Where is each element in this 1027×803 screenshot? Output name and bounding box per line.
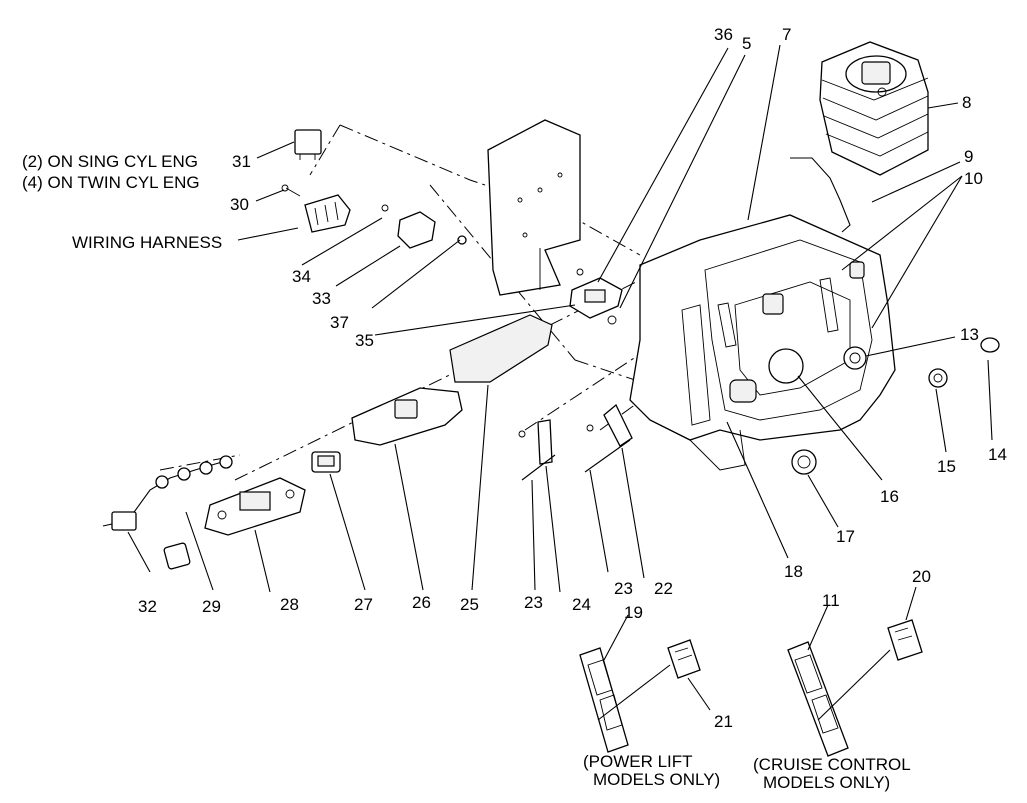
callout-23-second: 23 bbox=[614, 579, 633, 598]
callout-19: 19 bbox=[624, 603, 643, 622]
part-28-panel bbox=[204, 477, 306, 536]
part-31-relay bbox=[294, 129, 322, 160]
leader-lines bbox=[127, 44, 993, 721]
part-26-bezel bbox=[351, 387, 463, 446]
callout-35: 35 bbox=[355, 331, 374, 350]
callout-17: 17 bbox=[836, 527, 855, 546]
callout-14: 14 bbox=[988, 445, 1007, 464]
callout-16: 16 bbox=[880, 487, 899, 506]
part-25-cover bbox=[449, 314, 553, 383]
callout-26: 26 bbox=[412, 593, 431, 612]
part-9-cable bbox=[790, 157, 851, 233]
note-wiring-harness: WIRING HARNESS bbox=[72, 233, 222, 252]
callouts: 36 5 7 8 9 10 31 30 34 33 37 35 13 14 15… bbox=[138, 25, 1007, 731]
note-cruise-line2: MODELS ONLY) bbox=[763, 773, 890, 792]
callout-5: 5 bbox=[742, 34, 751, 53]
callout-27: 27 bbox=[354, 595, 373, 614]
callout-22: 22 bbox=[654, 579, 673, 598]
part-35-module bbox=[569, 268, 623, 325]
note-twin-cyl: (4) ON TWIN CYL ENG bbox=[22, 173, 200, 192]
callout-11: 11 bbox=[822, 591, 840, 610]
note-power-lift-line2: MODELS ONLY) bbox=[593, 770, 720, 789]
callout-31: 31 bbox=[232, 152, 251, 171]
note-power-lift-line1: (POWER LIFT bbox=[583, 752, 693, 771]
callout-15: 15 bbox=[937, 457, 956, 476]
callout-7: 7 bbox=[782, 25, 791, 44]
notes: (2) ON SING CYL ENG (4) ON TWIN CYL ENG … bbox=[22, 152, 911, 792]
callout-20: 20 bbox=[912, 567, 931, 586]
callout-37: 37 bbox=[330, 313, 349, 332]
part-27-meter bbox=[311, 451, 341, 473]
part-34-fuse-block bbox=[281, 184, 351, 233]
part-11-20-cruise-control bbox=[787, 619, 923, 757]
part-32-harness-plug bbox=[102, 455, 233, 531]
callout-34: 34 bbox=[292, 267, 311, 286]
part-19-21-power-lift bbox=[579, 639, 701, 753]
callout-25: 25 bbox=[460, 595, 479, 614]
callout-10: 10 bbox=[964, 169, 983, 188]
part-8-shift-boot bbox=[819, 41, 929, 176]
part-33-connector bbox=[381, 204, 467, 249]
note-sing-cyl: (2) ON SING CYL ENG bbox=[22, 152, 198, 171]
note-cruise-line1: (CRUISE CONTROL bbox=[753, 755, 911, 774]
callout-24: 24 bbox=[572, 595, 591, 614]
callout-21: 21 bbox=[714, 712, 733, 731]
callout-13: 13 bbox=[960, 325, 979, 344]
callout-32: 32 bbox=[138, 597, 157, 616]
part-29-switch bbox=[163, 542, 191, 570]
callout-18: 18 bbox=[784, 562, 803, 581]
callout-9: 9 bbox=[964, 147, 973, 166]
callout-30: 30 bbox=[230, 195, 249, 214]
callout-8: 8 bbox=[962, 93, 971, 112]
callout-28: 28 bbox=[280, 595, 299, 614]
callout-23: 23 bbox=[524, 593, 543, 612]
callout-36: 36 bbox=[714, 25, 733, 44]
callout-33: 33 bbox=[312, 289, 331, 308]
part-22-24-levers bbox=[518, 403, 633, 481]
mounting-plate bbox=[487, 119, 581, 296]
callout-29: 29 bbox=[202, 597, 221, 616]
part-7-console-housing bbox=[629, 214, 896, 471]
part-13-17-knobs bbox=[791, 337, 1000, 475]
